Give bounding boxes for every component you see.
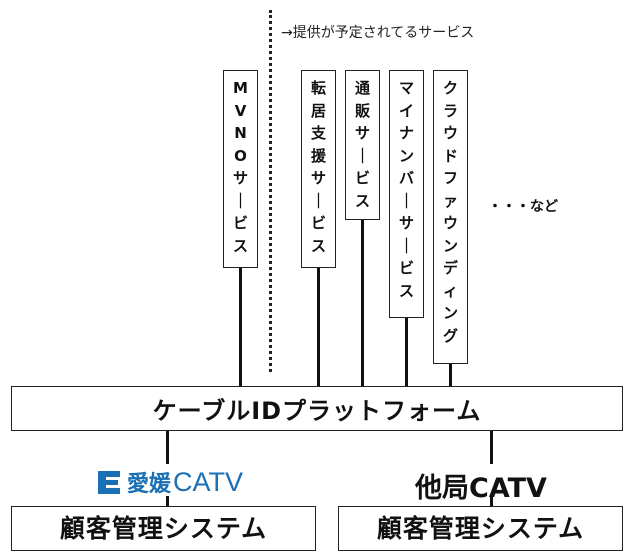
etc-label: ・・・など: [488, 199, 558, 215]
service-char: ナ: [398, 124, 414, 142]
service-char: フ: [442, 169, 458, 187]
ehime-catv-logo: 愛媛 CATV: [94, 466, 243, 498]
service-char: サ: [232, 169, 248, 187]
service-char: 居: [310, 101, 326, 120]
service-box-mail-order: 通販サ ｜ ビス: [345, 70, 380, 220]
ehime-logo-kanji: 愛媛: [127, 472, 172, 497]
other-crm-box: 顧客管理システム: [338, 506, 623, 551]
other-crm-label: 顧客管理システム: [376, 514, 585, 543]
divider-dotted-line: [269, 10, 272, 372]
service-char: ラ: [442, 101, 458, 120]
planned-services-note: →提供が予定されてるサービス: [281, 25, 475, 41]
ehime-logo-catv: CATV: [173, 466, 244, 497]
connector-ehime-catv: [166, 431, 169, 464]
service-box-moving-support: 転居支援サ ｜ ビス: [301, 70, 336, 268]
connector-moving: [317, 268, 320, 386]
service-char: 転: [310, 79, 326, 97]
service-char: ド: [442, 146, 458, 165]
service-char: N: [234, 124, 247, 142]
ehime-crm-label: 顧客管理システム: [59, 514, 268, 543]
service-char: ス: [354, 191, 370, 210]
service-char: 通: [354, 79, 370, 97]
service-char: M: [233, 79, 248, 97]
service-box-my-number: マイナンバ ｜ サ ｜ ビス: [389, 70, 424, 318]
service-char: V: [234, 101, 247, 120]
connector-other-crm: [490, 496, 493, 506]
service-char: デ: [442, 259, 458, 277]
connector-mvno: [239, 268, 242, 386]
service-char: ビ: [354, 169, 370, 187]
service-char: ビ: [398, 259, 414, 277]
service-char: ァ: [442, 191, 458, 210]
service-char: 支: [310, 124, 326, 142]
service-char: ビ: [232, 214, 248, 232]
connector-other-catv: [490, 431, 493, 464]
service-char: ｜: [398, 191, 414, 210]
service-char: 販: [354, 101, 370, 120]
service-char: ン: [398, 146, 414, 165]
service-char: ｜: [310, 191, 326, 210]
service-char: サ: [398, 214, 414, 232]
service-char: ウ: [442, 124, 458, 142]
connector-mail-order: [361, 220, 364, 386]
service-char: ス: [310, 236, 326, 255]
platform-label: ケーブルIDプラットフォーム: [152, 397, 482, 425]
service-char: ス: [398, 281, 414, 300]
service-char: ス: [232, 236, 248, 255]
service-char: ビ: [310, 214, 326, 232]
service-char: O: [234, 146, 247, 165]
service-char: 援: [310, 146, 326, 165]
service-char: ｜: [398, 236, 414, 255]
service-char: ン: [442, 304, 458, 322]
service-box-crowdfunding: クラウドファウンディング: [433, 70, 468, 364]
service-char: ク: [442, 79, 458, 97]
ehime-crm-box: 顧客管理システム: [11, 506, 316, 551]
connector-crowdfunding: [449, 364, 452, 386]
service-char: バ: [398, 169, 414, 187]
ehime-catv-logo-icon: [98, 471, 120, 494]
service-char: ウ: [442, 214, 458, 232]
service-char: マ: [398, 79, 414, 97]
connector-my-number: [405, 318, 408, 386]
connector-ehime-crm: [166, 496, 169, 506]
service-char: ン: [442, 236, 458, 255]
cable-id-platform-box: ケーブルIDプラットフォーム: [11, 386, 623, 431]
service-char: ィ: [442, 281, 458, 300]
service-char: グ: [442, 326, 458, 345]
service-char: サ: [310, 169, 326, 187]
service-char: イ: [398, 101, 414, 120]
service-char: ｜: [354, 146, 370, 165]
service-char: サ: [354, 124, 370, 142]
service-char: ｜: [232, 191, 248, 210]
other-catv-label: 他局CATV: [415, 473, 547, 504]
